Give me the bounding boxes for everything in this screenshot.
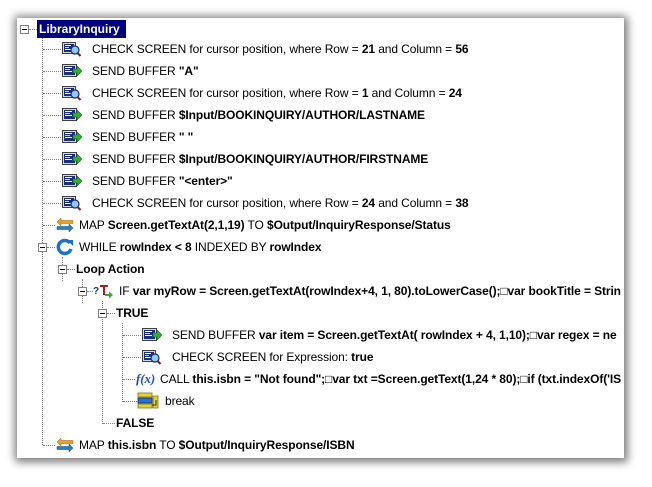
loop-icon	[56, 238, 73, 256]
send-buffer-icon	[62, 174, 82, 187]
tree-connector	[123, 379, 135, 380]
map-icon	[56, 437, 74, 453]
send-buffer-icon	[62, 108, 82, 121]
collapse-toggle[interactable]	[20, 25, 29, 34]
collapse-toggle[interactable]	[78, 287, 87, 296]
tree-connector	[43, 137, 61, 138]
tree-connector	[43, 71, 61, 72]
collapse-toggle[interactable]	[38, 243, 47, 252]
node-text: SEND BUFFER " "	[92, 130, 194, 144]
tree-node-if[interactable]: ? IF var myRow = Screen.getTextAt(rowInd…	[17, 282, 624, 300]
tree-connector	[107, 313, 115, 314]
map-icon	[56, 217, 74, 233]
svg-text:?: ?	[93, 286, 99, 297]
tree-node-check-screen[interactable]: CHECK SCREEN for Expression: true	[17, 348, 617, 366]
tree-node-send-buffer[interactable]: SEND BUFFER "A"	[17, 62, 617, 80]
tree-connector	[43, 93, 61, 94]
tree-node-map[interactable]: MAP this.isbn TO $Output/InquiryResponse…	[17, 436, 617, 454]
tree-node-map[interactable]: MAP Screen.getTextAt(2,1,19) TO $Output/…	[17, 216, 617, 234]
node-text: break	[165, 394, 195, 408]
tree-connector	[42, 38, 43, 445]
tree-node-false-branch[interactable]: FALSE	[17, 414, 617, 432]
collapse-toggle[interactable]	[58, 265, 67, 274]
tree-connector	[43, 159, 61, 160]
tree-node-break[interactable]: break	[17, 392, 617, 410]
tree-node-call[interactable]: f(x) CALL this.isbn = "Not found";□var t…	[17, 370, 624, 388]
tree-node-loop-action[interactable]: Loop Action	[17, 260, 617, 278]
node-text: CHECK SCREEN for Expression: true	[172, 350, 374, 364]
node-text: CHECK SCREEN for cursor position, where …	[92, 196, 469, 210]
node-text: Loop Action	[76, 262, 145, 276]
collapse-toggle[interactable]	[98, 309, 107, 318]
tree-node-send-buffer[interactable]: SEND BUFFER "<enter>"	[17, 172, 617, 190]
tree-connector	[103, 423, 115, 424]
node-text: IF var myRow = Screen.getTextAt(rowIndex…	[119, 284, 621, 298]
tree-connector	[47, 247, 55, 248]
node-text: WHILE rowIndex < 8 INDEXED BY rowIndex	[79, 240, 322, 254]
tree-connector	[87, 291, 93, 292]
send-buffer-icon	[62, 64, 82, 77]
tree-connector	[29, 29, 37, 30]
tree-node-true-branch[interactable]: TRUE	[17, 304, 617, 322]
tree-node-send-buffer[interactable]: SEND BUFFER var item = Screen.getTextAt(…	[17, 326, 624, 344]
send-buffer-icon	[62, 130, 82, 143]
tree-connector	[43, 225, 55, 226]
node-text: CHECK SCREEN for cursor position, where …	[92, 42, 469, 56]
tree-connector	[123, 335, 141, 336]
node-text: TRUE	[116, 306, 149, 320]
tree-node-check-screen[interactable]: CHECK SCREEN for cursor position, where …	[17, 40, 617, 58]
action-tree-panel: LibraryInquiry CHECK SCREEN for cursor p…	[17, 18, 624, 458]
tree-root[interactable]: LibraryInquiry	[17, 20, 617, 38]
node-text: SEND BUFFER $Input/BOOKINQUIRY/AUTHOR/LA…	[92, 108, 425, 122]
function-icon: f(x)	[136, 371, 156, 386]
tree-node-while-loop[interactable]: WHILE rowIndex < 8 INDEXED BY rowIndex	[17, 238, 617, 256]
tree-node-send-buffer[interactable]: SEND BUFFER " "	[17, 128, 617, 146]
tree-connector	[43, 181, 61, 182]
tree-connector	[67, 269, 75, 270]
send-buffer-icon	[142, 328, 162, 341]
check-screen-icon	[62, 196, 82, 211]
check-screen-icon	[142, 350, 162, 365]
node-text: CALL this.isbn = "Not found";□var txt =S…	[160, 372, 621, 386]
tree-node-check-screen[interactable]: CHECK SCREEN for cursor position, where …	[17, 194, 617, 212]
node-text: FALSE	[116, 416, 155, 430]
tree-connector	[43, 203, 61, 204]
check-screen-icon	[62, 42, 82, 57]
tree-node-send-buffer[interactable]: SEND BUFFER $Input/BOOKINQUIRY/AUTHOR/FI…	[17, 150, 617, 168]
tree-connector	[122, 323, 123, 402]
tree-connector	[43, 115, 61, 116]
if-condition-icon: ?	[93, 285, 113, 299]
tree-connector	[123, 357, 141, 358]
tree-connector	[43, 445, 55, 446]
tree-connector	[102, 301, 103, 424]
node-text: SEND BUFFER "<enter>"	[92, 174, 233, 188]
tree-connector	[123, 401, 137, 402]
tree-node-send-buffer[interactable]: SEND BUFFER $Input/BOOKINQUIRY/AUTHOR/LA…	[17, 106, 617, 124]
node-text: MAP this.isbn TO $Output/InquiryResponse…	[79, 438, 355, 452]
node-text: SEND BUFFER "A"	[92, 64, 199, 78]
break-icon	[137, 392, 159, 409]
node-text: SEND BUFFER var item = Screen.getTextAt(…	[172, 328, 617, 342]
send-buffer-icon	[62, 152, 82, 165]
tree-connector	[43, 49, 61, 50]
check-screen-icon	[62, 86, 82, 101]
node-text: MAP Screen.getTextAt(2,1,19) TO $Output/…	[79, 218, 451, 232]
node-text: CHECK SCREEN for cursor position, where …	[92, 86, 462, 100]
node-text: SEND BUFFER $Input/BOOKINQUIRY/AUTHOR/FI…	[92, 152, 429, 166]
tree-node-check-screen[interactable]: CHECK SCREEN for cursor position, where …	[17, 84, 617, 102]
root-label[interactable]: LibraryInquiry	[37, 20, 126, 38]
